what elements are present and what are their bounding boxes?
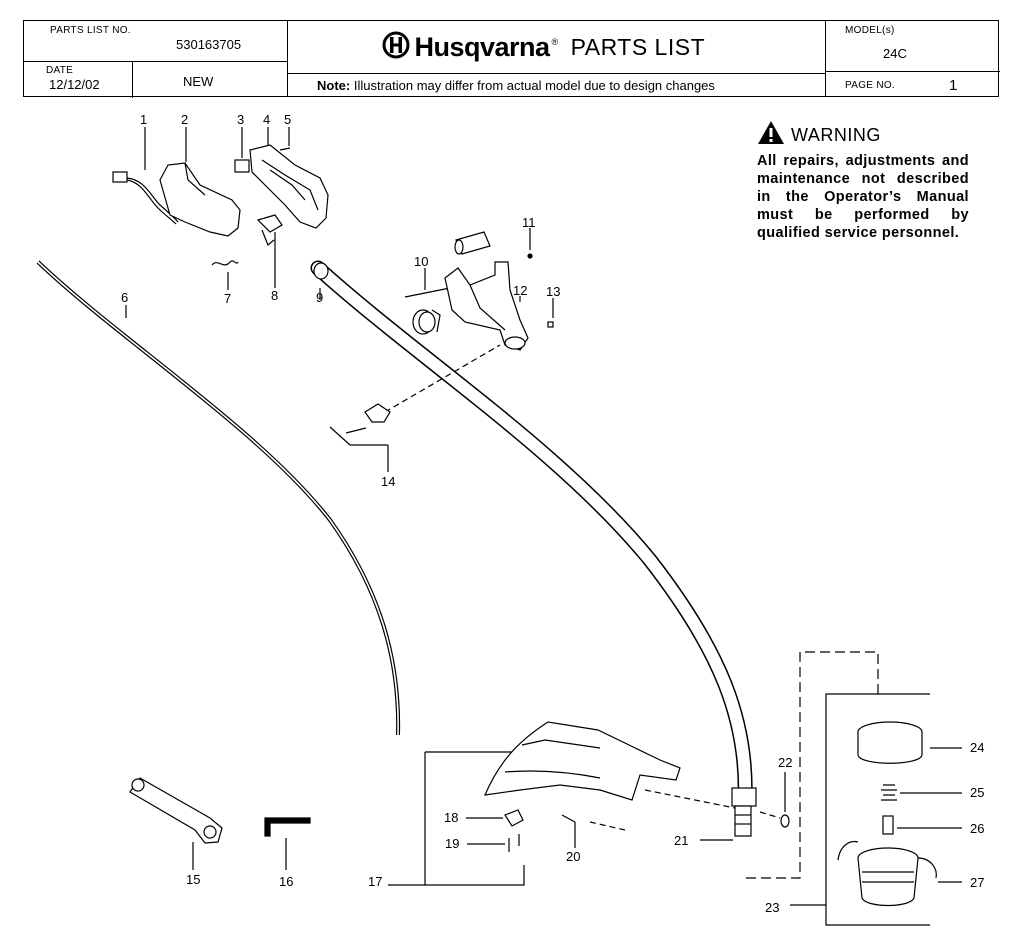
part-8-throttle-parts <box>256 214 283 288</box>
husqvarna-logo-icon <box>382 31 410 64</box>
part-4-handle-housing <box>249 127 329 229</box>
model-label: MODEL(s) <box>845 25 895 36</box>
note-label: Note: <box>317 78 351 93</box>
part-11-bumper-sleeve <box>454 228 533 259</box>
part-17-cutting-guard <box>388 721 681 886</box>
part-20-screw <box>561 814 576 848</box>
callout-19: 19 <box>445 836 459 851</box>
callout-22: 22 <box>778 755 792 770</box>
part-2-handle-grip <box>159 127 241 237</box>
warning-box: WARNING All repairs, adjustments and mai… <box>757 120 969 242</box>
part-25-spring <box>881 784 962 801</box>
date-label: DATE <box>46 65 74 76</box>
part-16-hex-key <box>264 817 311 870</box>
part-5-screw <box>279 127 291 151</box>
part-27-spool <box>837 840 962 907</box>
brand-title: Husqvarna® PARTS LIST <box>382 31 705 64</box>
document-title: PARTS LIST <box>570 34 706 60</box>
warning-triangle-icon <box>758 121 784 144</box>
registered-mark: ® <box>551 37 559 47</box>
part-15-wrench <box>129 777 223 870</box>
callout-3: 3 <box>237 112 244 127</box>
callout-8: 8 <box>271 288 278 303</box>
part-10-bolt <box>404 268 456 298</box>
callout-17: 17 <box>368 874 382 889</box>
brand-name: Husqvarna <box>414 32 550 62</box>
part-callouts: 1 2 3 4 5 6 7 8 9 10 11 12 13 14 15 16 1… <box>121 112 984 915</box>
part-14-knob-assembly <box>329 403 391 472</box>
callout-14: 14 <box>381 474 395 489</box>
callout-16: 16 <box>279 874 293 889</box>
status-value: NEW <box>183 74 214 89</box>
callout-26: 26 <box>970 821 984 836</box>
part-9-shaft-tube <box>310 260 753 808</box>
clamp-ring <box>412 309 441 335</box>
warning-title: WARNING <box>791 125 881 145</box>
part-18-clip <box>466 809 524 827</box>
part-26-eyelet <box>882 815 962 835</box>
part-13-nut <box>547 298 554 328</box>
callout-1: 1 <box>140 112 147 127</box>
callout-4: 4 <box>263 112 270 127</box>
callout-27: 27 <box>970 875 984 890</box>
callout-7: 7 <box>224 291 231 306</box>
callout-23: 23 <box>765 900 779 915</box>
assembly-guide-lines <box>384 344 781 831</box>
title-cell: Husqvarna® PARTS LIST <box>287 21 825 73</box>
date-value: 12/12/02 <box>49 77 100 92</box>
part-1-wire-harness <box>112 127 179 225</box>
part-21-gear-head <box>700 787 757 841</box>
warning-text: All repairs, adjustments and maintenance… <box>757 153 969 241</box>
page-number: 1 <box>949 77 958 94</box>
callout-12: 12 <box>513 283 527 298</box>
parts-list-header: PARTS LIST NO. 530163705 DATE 12/12/02 N… <box>23 20 1000 98</box>
part-7-torsion-spring <box>211 260 239 290</box>
callout-11: 11 <box>522 215 536 230</box>
part-23-trimmer-head-assembly <box>746 651 930 926</box>
callout-2: 2 <box>181 112 188 127</box>
part-22-washer <box>780 772 790 828</box>
callout-15: 15 <box>186 872 200 887</box>
note-text: Illustration may differ from actual mode… <box>353 78 715 93</box>
part-19-screws <box>467 834 520 852</box>
part-6-drive-shaft <box>36 260 401 736</box>
part-24-spool-cover <box>857 721 962 764</box>
callout-9: 9 <box>316 290 323 305</box>
parts-list-no-label: PARTS LIST NO. <box>50 25 131 36</box>
callout-21: 21 <box>674 833 688 848</box>
callout-25: 25 <box>970 785 984 800</box>
part-12-handle-bracket <box>444 261 529 351</box>
design-note: Note: Illustration may differ from actua… <box>317 78 715 93</box>
page-label: PAGE NO. <box>845 80 896 91</box>
callout-24: 24 <box>970 740 984 755</box>
callout-13: 13 <box>546 284 560 299</box>
callout-5: 5 <box>284 112 291 127</box>
callout-6: 6 <box>121 290 128 305</box>
callout-18: 18 <box>444 810 458 825</box>
part-3-switch <box>234 127 250 173</box>
callout-20: 20 <box>566 849 580 864</box>
parts-list-no: 530163705 <box>176 37 242 52</box>
callout-10: 10 <box>414 254 428 269</box>
model-value: 24C <box>883 46 907 61</box>
